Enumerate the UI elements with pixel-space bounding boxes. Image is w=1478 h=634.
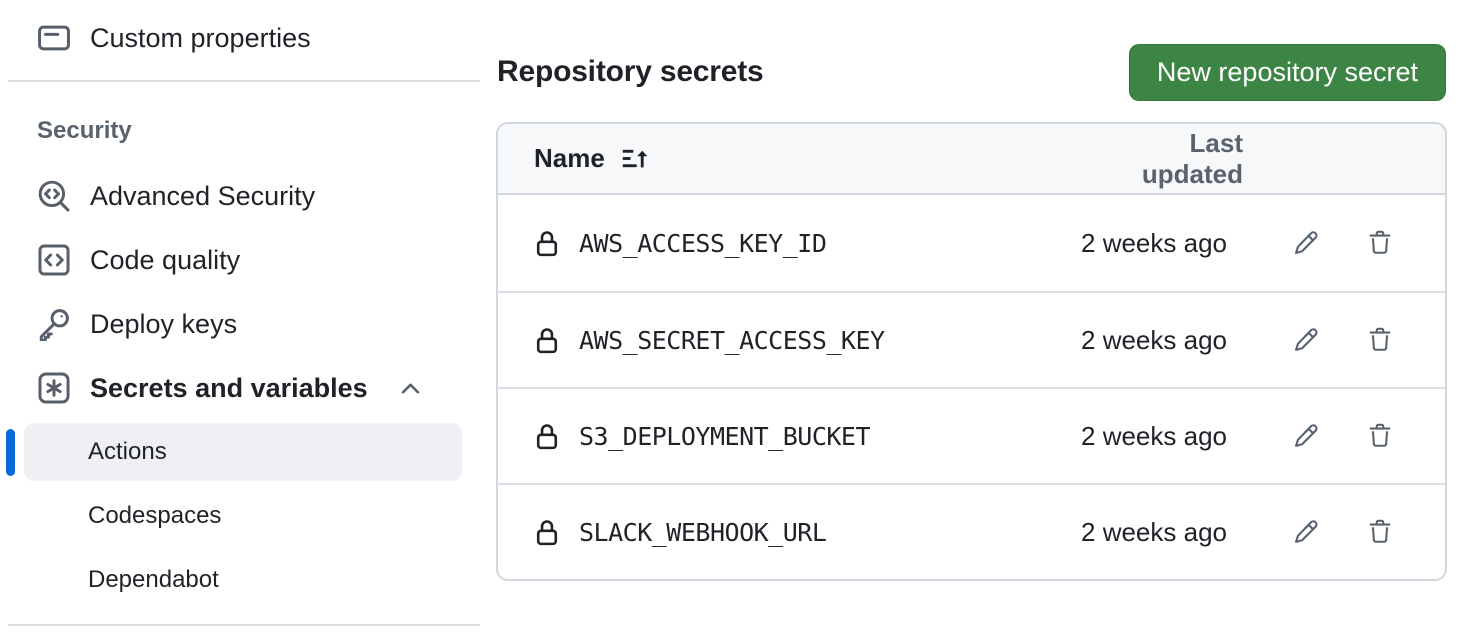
selected-item-accent-bar — [6, 429, 15, 476]
sidebar-item-label: Custom properties — [90, 22, 311, 53]
pencil-icon — [1295, 328, 1318, 351]
sidebar-subitem-label: Actions — [88, 438, 167, 465]
settings-sidebar: Custom properties Security Advanced Secu… — [0, 0, 481, 634]
row-actions — [1293, 518, 1393, 546]
sidebar-subitem-codespaces[interactable]: Codespaces — [24, 487, 462, 545]
sidebar-subitem-dependabot[interactable]: Dependabot — [24, 551, 462, 609]
name-column-sort-control[interactable]: Name — [534, 143, 1083, 174]
edit-secret-button[interactable] — [1293, 518, 1319, 546]
secrets-table: Name Last updated — [496, 122, 1447, 581]
secret-last-updated: 2 weeks ago — [1081, 324, 1227, 355]
sidebar-item-deploy-keys[interactable]: Deploy keys — [0, 300, 462, 348]
secret-name: AWS_SECRET_ACCESS_KEY — [579, 325, 885, 355]
note-icon — [37, 21, 71, 55]
secret-row: SLACK_WEBHOOK_URL 2 weeks ago — [498, 483, 1445, 579]
row-actions — [1293, 229, 1393, 257]
table-header-row: Name Last updated — [498, 124, 1445, 195]
sidebar-item-label: Deploy keys — [90, 308, 238, 339]
delete-secret-button[interactable] — [1367, 422, 1393, 450]
sidebar-subitem-actions[interactable]: Actions — [24, 423, 462, 481]
secret-name: S3_DEPLOYMENT_BUCKET — [579, 421, 871, 451]
pencil-icon — [1295, 424, 1318, 447]
lock-icon — [534, 517, 560, 548]
secret-last-updated: 2 weeks ago — [1081, 420, 1227, 451]
sidebar-item-label: Secrets and variables — [90, 372, 368, 403]
delete-secret-button[interactable] — [1367, 518, 1393, 546]
sidebar-subitem-label: Dependabot — [88, 566, 219, 593]
lock-icon — [534, 228, 560, 259]
last-updated-column-header: Last updated — [1141, 127, 1243, 189]
sidebar-divider — [8, 624, 480, 626]
trash-icon — [1369, 230, 1391, 254]
secret-name: AWS_ACCESS_KEY_ID — [579, 228, 827, 258]
sidebar-item-advanced-security[interactable]: Advanced Security — [0, 172, 462, 220]
sidebar-item-code-quality[interactable]: Code quality — [0, 236, 462, 284]
key-icon — [37, 307, 71, 341]
edit-secret-button[interactable] — [1293, 326, 1319, 354]
secret-row: AWS_SECRET_ACCESS_KEY 2 weeks ago — [498, 291, 1445, 387]
row-actions — [1293, 422, 1393, 450]
sort-ascending-icon — [620, 145, 650, 172]
secret-row: S3_DEPLOYMENT_BUCKET 2 weeks ago — [498, 387, 1445, 483]
pencil-icon — [1295, 231, 1318, 254]
sidebar-item-custom-properties[interactable]: Custom properties — [0, 14, 462, 62]
row-actions — [1293, 326, 1393, 354]
new-repository-secret-button[interactable]: New repository secret — [1128, 43, 1446, 101]
trash-icon — [1369, 327, 1391, 351]
sidebar-item-secrets-and-variables[interactable]: Secrets and variables — [0, 364, 462, 412]
sidebar-item-label: Code quality — [90, 244, 241, 275]
name-column-header: Name — [534, 143, 605, 173]
secret-name: SLACK_WEBHOOK_URL — [579, 517, 827, 547]
lock-icon — [534, 325, 560, 356]
key-asterisk-icon — [37, 371, 71, 405]
chevron-up-icon — [397, 375, 424, 402]
sidebar-subitem-label: Codespaces — [88, 502, 222, 529]
page-title: Repository secrets — [497, 55, 764, 88]
delete-secret-button[interactable] — [1367, 326, 1393, 354]
secret-last-updated: 2 weeks ago — [1081, 227, 1227, 258]
sidebar-item-label: Advanced Security — [90, 180, 316, 211]
delete-secret-button[interactable] — [1367, 229, 1393, 257]
edit-secret-button[interactable] — [1293, 422, 1319, 450]
trash-icon — [1369, 519, 1391, 543]
trash-icon — [1369, 423, 1391, 447]
secret-last-updated: 2 weeks ago — [1081, 516, 1227, 547]
panel-header: Repository secrets New repository secret — [497, 42, 1446, 102]
code-square-icon — [37, 243, 71, 277]
sidebar-divider — [8, 80, 480, 82]
pencil-icon — [1295, 520, 1318, 543]
lock-icon — [534, 421, 560, 452]
codescan-icon — [37, 179, 71, 213]
secret-row: AWS_ACCESS_KEY_ID 2 weeks ago — [498, 195, 1445, 291]
sidebar-section-security: Security — [37, 117, 132, 144]
edit-secret-button[interactable] — [1293, 229, 1319, 257]
